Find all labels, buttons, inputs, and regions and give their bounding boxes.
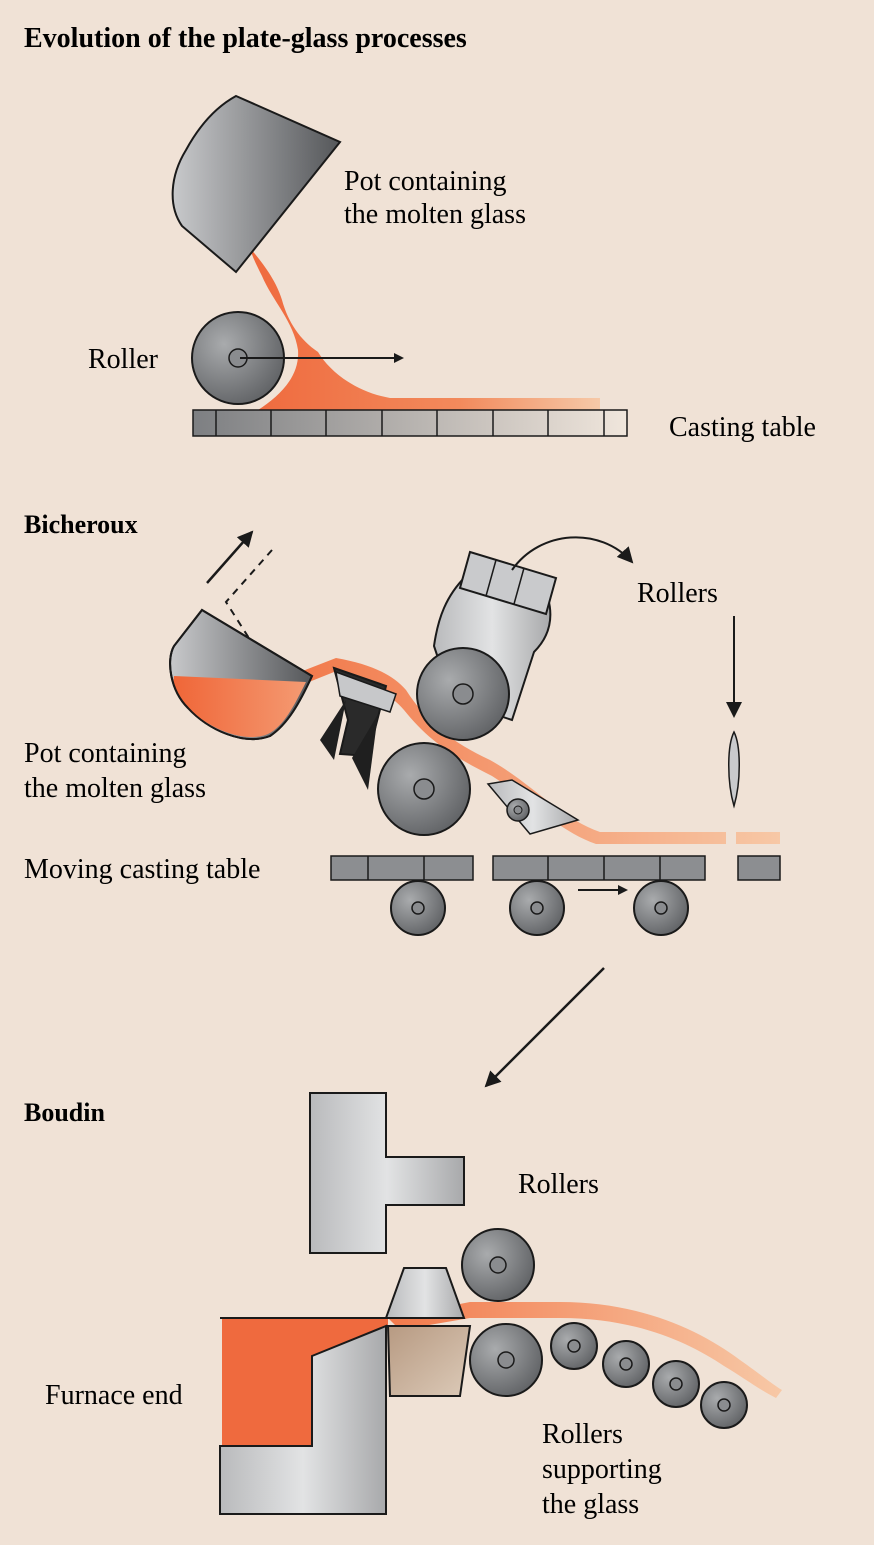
support-rollers-label-line3: the glass: [542, 1489, 639, 1520]
furnace-end-block: [219, 1324, 387, 1515]
pot-icon: [171, 94, 342, 274]
figure-title: Evolution of the plate-glass processes: [24, 23, 467, 54]
casting-table: [192, 409, 628, 437]
panel-boudin: Boudin Rollers: [24, 1092, 782, 1520]
ladle-molten-glass: [173, 676, 306, 738]
cutter-blade: [728, 730, 740, 809]
furnace-end-label: Furnace end: [45, 1380, 183, 1411]
support-rollers-label-line2: supporting: [542, 1454, 662, 1485]
moving-table-label: Moving casting table: [24, 854, 260, 885]
support-rollers: [469, 1322, 748, 1429]
panel-traditional-casting: Pot containing the molten glass Roller C…: [88, 94, 816, 443]
refractory-block: [386, 1325, 472, 1397]
moving-casting-table: [330, 855, 781, 881]
pot-label-line2: the molten glass: [24, 773, 206, 804]
pot-lift-arrow: [206, 530, 254, 584]
panel-bicheroux: Bicheroux: [24, 510, 781, 936]
roller-housing: [309, 1092, 465, 1254]
furnace-molten-glass: [222, 1318, 388, 1446]
rollers-swing-arrow: [511, 536, 634, 571]
lip-block: [384, 1267, 466, 1319]
evolution-arrow: [484, 967, 605, 1088]
bicheroux-heading: Bicheroux: [24, 510, 138, 539]
pot-label-line1: Pot containing: [344, 166, 507, 197]
molten-glass-stream: [250, 248, 600, 410]
pot-label-line2: the molten glass: [344, 199, 526, 230]
rollers-label: Rollers: [637, 578, 718, 609]
roller-label: Roller: [88, 344, 159, 375]
support-rollers-label-line1: Rollers: [542, 1419, 623, 1450]
pot-label-line1: Pot containing: [24, 738, 187, 769]
casting-table-label: Casting table: [669, 412, 816, 443]
table-wheels: [390, 880, 689, 936]
boudin-heading: Boudin: [24, 1098, 105, 1127]
rollers-label: Rollers: [518, 1169, 599, 1200]
